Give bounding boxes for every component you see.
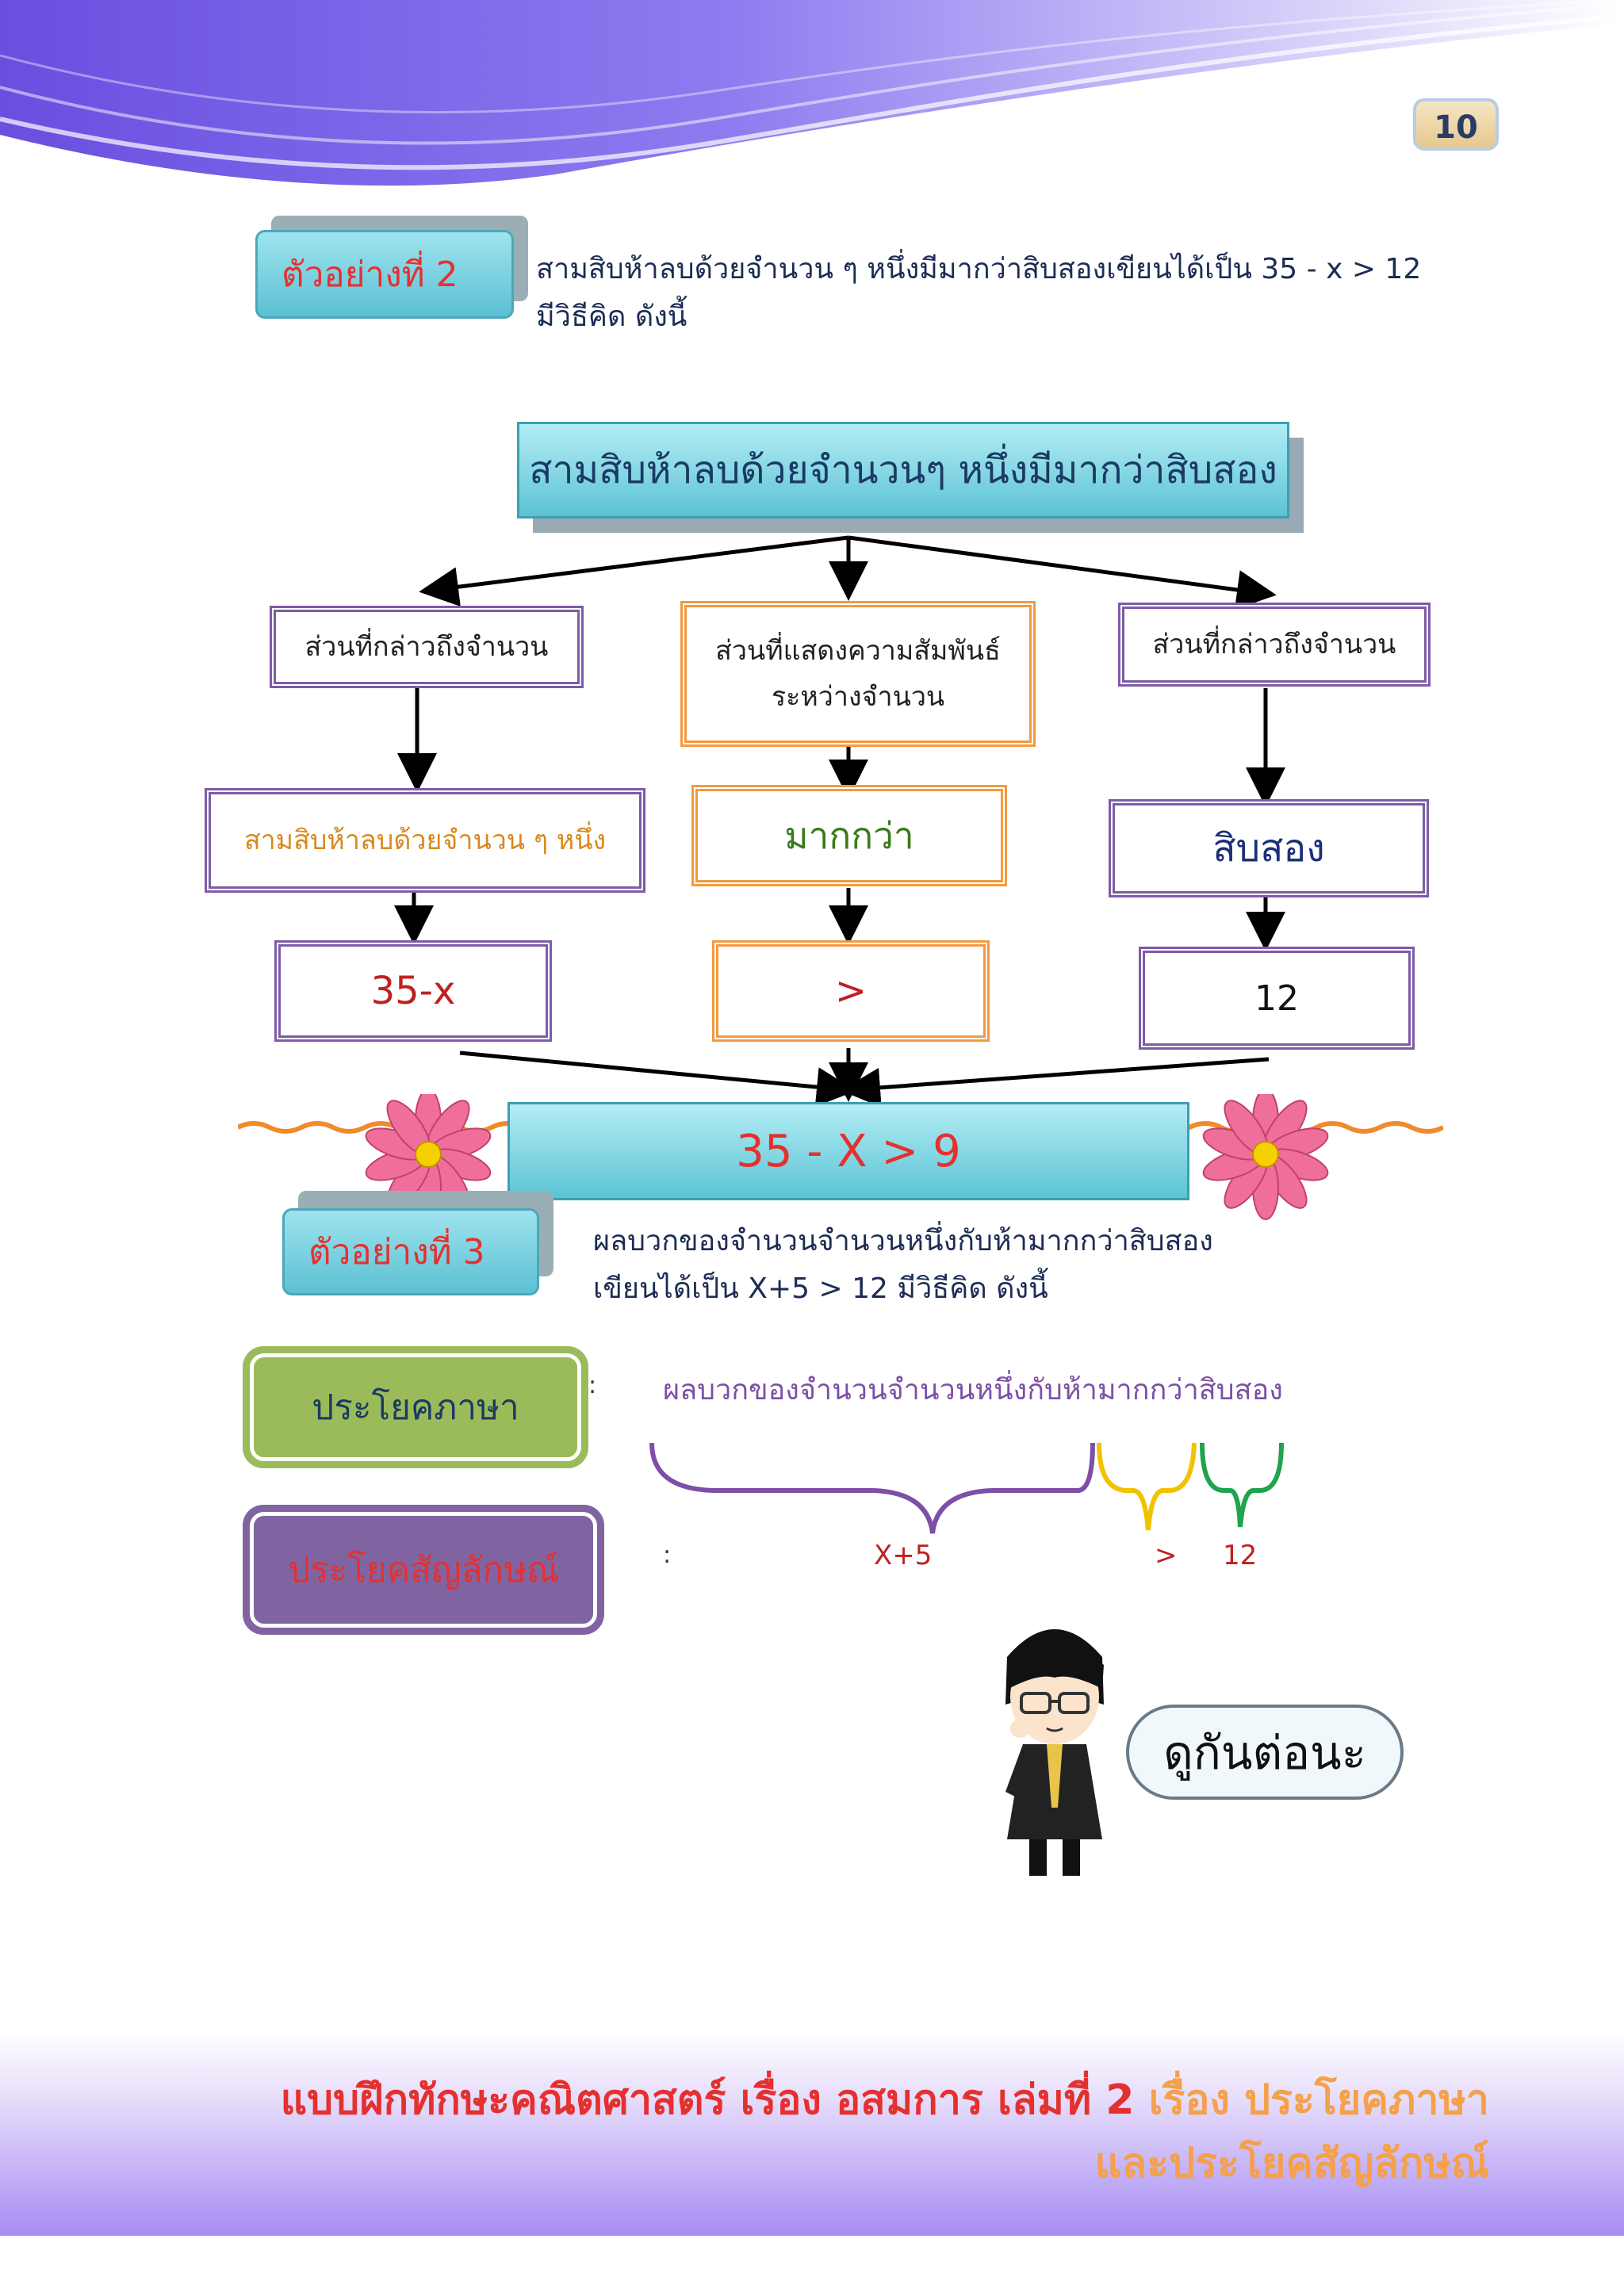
left-symbol-box: 35-x [274,940,552,1042]
middle-symbol: > [834,969,868,1013]
language-sentence-label-box: ประโยคภาษา [243,1346,588,1468]
student-character-illustration [1005,1629,1104,1876]
middle-phrase-box: มากกว่า [691,785,1007,886]
right-symbol-box: 12 [1139,947,1415,1050]
speech-bubble-text: ดูกันต่อนะ [1163,1725,1366,1780]
symbol-part-number: 12 [1223,1540,1258,1571]
example2-tab-label: ตัวอย่างที่ 2 [282,254,458,295]
left-heading: ส่วนที่กล่าวถึงจำนวน [304,631,549,663]
example3-line2: เขียนได้เป็น X+5 > 12 มีวิธีคิด ดังนี้ [593,1272,1048,1305]
footer-book-title: แบบฝึกทักษะคณิตศาสตร์ เรื่อง อสมการ เล่ม… [280,2076,1135,2124]
example3-tab-label: ตัวอย่างที่ 3 [308,1232,485,1272]
middle-symbol-box: > [712,940,990,1042]
language-colon: : [588,1372,597,1399]
left-symbol: 35-x [370,969,456,1013]
symbol-colon: : [663,1541,672,1569]
left-phrase: สามสิบห้าลบด้วยจำนวน ๆ หนึ่ง [243,825,607,856]
header-wave-decoration [0,0,1624,186]
middle-heading-line1: ส่วนที่แสดงความสัมพันธ์ [715,635,1001,667]
left-heading-box: ส่วนที่กล่าวถึงจำนวน [270,606,584,688]
diagram-title: สามสิบห้าลบด้วยจำนวนๆ หนึ่งมีมากว่าสิบสอ… [517,422,1289,519]
footer-topic-part2: และประโยคสัญลักษณ์ [1094,2140,1489,2187]
braces-decoration [649,1442,1284,1534]
example3-tab: ตัวอย่างที่ 3 [282,1208,539,1295]
language-sentence-label: ประโยคภาษา [312,1387,519,1428]
footer-topic-part1: เรื่อง ประโยคภาษา [1148,2076,1489,2124]
diagram-arrows [394,535,1285,1108]
result-expression: 35 - X > 9 [736,1125,961,1177]
symbol-part-operator: > [1155,1540,1178,1571]
example2-tab: ตัวอย่างที่ 2 [255,230,514,319]
example2-line1: สามสิบห้าลบด้วยจำนวน ๆ หนึ่งมีมากว่าสิบส… [536,253,1422,285]
middle-heading-line2: ระหว่างจำนวน [771,681,945,713]
flower-icon [1202,1094,1329,1220]
result-ribbon-decoration [238,1094,1443,1220]
symbol-part-expression: X+5 [874,1540,933,1571]
left-phrase-box: สามสิบห้าลบด้วยจำนวน ๆ หนึ่ง [205,788,645,893]
example2-text: สามสิบห้าลบด้วยจำนวน ๆ หนึ่งมีมากว่าสิบส… [536,246,1421,341]
footer-line2: และประโยคสัญลักษณ์ [1095,2130,1489,2195]
example3-text: ผลบวกของจำนวนจำนวนหนึ่งกับห้ามากกว่าสิบส… [593,1218,1213,1313]
right-phrase-box: สิบสอง [1109,799,1429,897]
symbol-sentence-label-box: ประโยคสัญลักษณ์ [243,1505,604,1635]
example3-line1: ผลบวกของจำนวนจำนวนหนึ่งกับห้ามากกว่าสิบส… [593,1225,1213,1257]
footer-line1: แบบฝึกทักษะคณิตศาสตร์ เรื่อง อสมการ เล่ม… [281,2066,1489,2132]
right-symbol: 12 [1254,978,1299,1019]
right-phrase: สิบสอง [1212,826,1325,871]
diagram-title-text: สามสิบห้าลบด้วยจำนวนๆ หนึ่งมีมากว่าสิบสอ… [529,448,1277,492]
footer-band [0,2030,1624,2236]
language-sentence: ผลบวกของจำนวนจำนวนหนึ่งกับห้ามากกว่าสิบส… [663,1374,1283,1406]
speech-bubble: ดูกันต่อนะ [1126,1705,1404,1800]
right-heading: ส่วนที่กล่าวถึงจำนวน [1152,629,1396,660]
middle-phrase: มากกว่า [784,813,914,857]
result-box: 35 - X > 9 [508,1102,1189,1200]
page-number: 10 [1434,109,1478,146]
page-number-tab: 10 [1413,98,1499,151]
example2-line2: มีวิธีคิด ดังนี้ [536,300,688,333]
symbol-sentence-label: ประโยคสัญลักษณ์ [288,1550,559,1590]
right-heading-box: ส่วนที่กล่าวถึงจำนวน [1118,603,1431,687]
middle-heading-box: ส่วนที่แสดงความสัมพันธ์ ระหว่างจำนวน [680,601,1036,747]
